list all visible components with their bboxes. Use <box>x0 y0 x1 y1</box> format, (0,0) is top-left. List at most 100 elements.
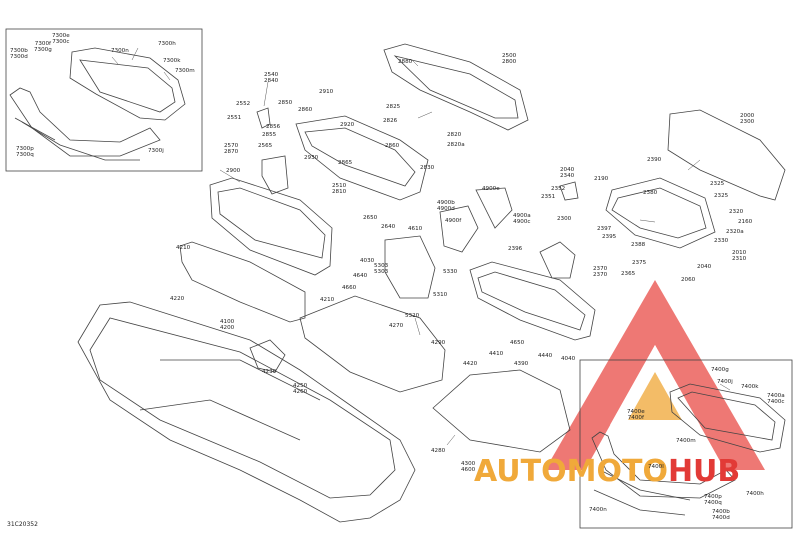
callout-label: 4030 <box>360 258 375 264</box>
callout-label: 2910 <box>319 89 334 95</box>
callout-label: 4900b 4900d <box>437 200 455 212</box>
callout-label: 7300k <box>163 58 181 64</box>
callout-label: 2920 <box>340 122 355 128</box>
callout-label: 7300e 7300c <box>52 33 70 45</box>
callout-label: 2190 <box>594 176 609 182</box>
callout-label: 4290 <box>431 340 446 346</box>
watermark-logo <box>545 280 765 470</box>
callout-label: 4420 <box>463 361 478 367</box>
callout-label: 2010 2310 <box>732 250 747 262</box>
callout-label: 2325 <box>714 193 729 199</box>
callout-label: 2060 <box>681 277 696 283</box>
callout-label: 5310 <box>433 292 448 298</box>
callout-label: 2375 <box>632 260 647 266</box>
callout-label: 2351 <box>541 194 556 200</box>
callout-label: 2640 <box>381 224 396 230</box>
callout-label: 2540 2840 <box>264 72 279 84</box>
watermark-part1: AUTOMOTO <box>474 454 668 489</box>
callout-label: 2820a <box>447 142 465 148</box>
callout-label: 2325 <box>710 181 725 187</box>
callout-label: 2820 <box>447 132 462 138</box>
callout-label: 4210 <box>176 245 191 251</box>
callout-label: 2397 <box>597 226 612 232</box>
callout-label: 4230 <box>262 369 277 375</box>
callout-label: 2040 <box>697 264 712 270</box>
callout-label: 7400e 7400f <box>627 409 645 421</box>
watermark-text: AUTOMOTOHUB <box>474 455 740 489</box>
callout-label: 4900e <box>482 186 500 192</box>
callout-label: 2855 <box>262 132 277 138</box>
callout-label: 4270 <box>389 323 404 329</box>
callout-label: 2860 <box>385 143 400 149</box>
callout-label: 7400k <box>741 384 759 390</box>
callout-label: 4900a 4900c <box>513 213 531 225</box>
callout-label: 2860 <box>298 107 313 113</box>
callout-label: 2380 <box>643 190 658 196</box>
callout-label: 4300 4600 <box>461 461 476 473</box>
callout-label: 5320 <box>405 313 420 319</box>
callout-label: 5303 5303 <box>374 263 389 275</box>
callout-label: 2396 <box>508 246 523 252</box>
callout-label: 4900f <box>445 218 462 224</box>
callout-label: 2388 <box>631 242 646 248</box>
callout-label: 4040 <box>561 356 576 362</box>
watermark-part2: HUB <box>667 454 741 489</box>
callout-label: 4250 4260 <box>293 383 308 395</box>
callout-label: 4410 <box>489 351 504 357</box>
callout-label: 2865 <box>338 160 353 166</box>
callout-label: 4100 4200 <box>220 319 235 331</box>
callout-label: 2856 <box>266 124 281 130</box>
callout-label: 2365 <box>621 271 636 277</box>
callout-label: 7300m <box>175 68 195 74</box>
callout-label: 2395 <box>602 234 617 240</box>
callout-label: 4220 <box>170 296 185 302</box>
callout-label: 2570 2870 <box>224 143 239 155</box>
callout-label: 2390 <box>647 157 662 163</box>
callout-label: 7400p 7400q <box>704 494 722 506</box>
callout-label: 2825 <box>386 104 401 110</box>
callout-label: 2370 2370 <box>593 266 608 278</box>
callout-label: 7300f 7300g <box>34 41 52 53</box>
callout-label: 2830 <box>420 165 435 171</box>
callout-label: 2650 <box>363 215 378 221</box>
callout-label: 2160 <box>738 219 753 225</box>
callout-label: 2850 <box>278 100 293 106</box>
callout-label: 7400g <box>711 367 729 373</box>
callout-label: 4280 <box>431 448 446 454</box>
callout-label: 7400m <box>676 438 696 444</box>
callout-label: 2300 <box>557 216 572 222</box>
callout-label: 2320a <box>726 229 744 235</box>
leader-lines <box>111 47 731 446</box>
callout-label: 7400j <box>717 379 733 385</box>
callout-label: 7400a 7400c <box>767 393 785 405</box>
callout-label: 4390 <box>514 361 529 367</box>
callout-label: 4660 <box>342 285 357 291</box>
callout-label: 4610 <box>408 226 423 232</box>
callout-label: 2510 2810 <box>332 183 347 195</box>
callout-label: 2352 <box>551 186 566 192</box>
callout-label: 2880 <box>398 59 413 65</box>
callout-label: 7300b 7300d <box>10 48 28 60</box>
callout-label: 2551 <box>227 115 242 121</box>
callout-label: 4210 <box>320 297 335 303</box>
callout-label: 5330 <box>443 269 458 275</box>
callout-label: 4650 <box>510 340 525 346</box>
callout-label: 7300j <box>148 148 164 154</box>
callout-label: 2000 2300 <box>740 113 755 125</box>
callout-label: 2320 <box>729 209 744 215</box>
callout-label: 2330 <box>714 238 729 244</box>
drawing-code: 31C20352 <box>7 521 38 528</box>
callout-label: 7300h <box>158 41 176 47</box>
part-outlines <box>5 28 793 529</box>
callout-label: 2565 <box>258 143 273 149</box>
callout-label: 2500 2800 <box>502 53 517 65</box>
callout-label: 7400h <box>746 491 764 497</box>
callout-label: 2900 <box>226 168 241 174</box>
callout-label: 2930 <box>304 155 319 161</box>
callout-label: 7400b 7400d <box>712 509 730 521</box>
callout-label: 4440 <box>538 353 553 359</box>
callout-label: 2552 <box>236 101 251 107</box>
callout-label: 7300n <box>111 48 129 54</box>
